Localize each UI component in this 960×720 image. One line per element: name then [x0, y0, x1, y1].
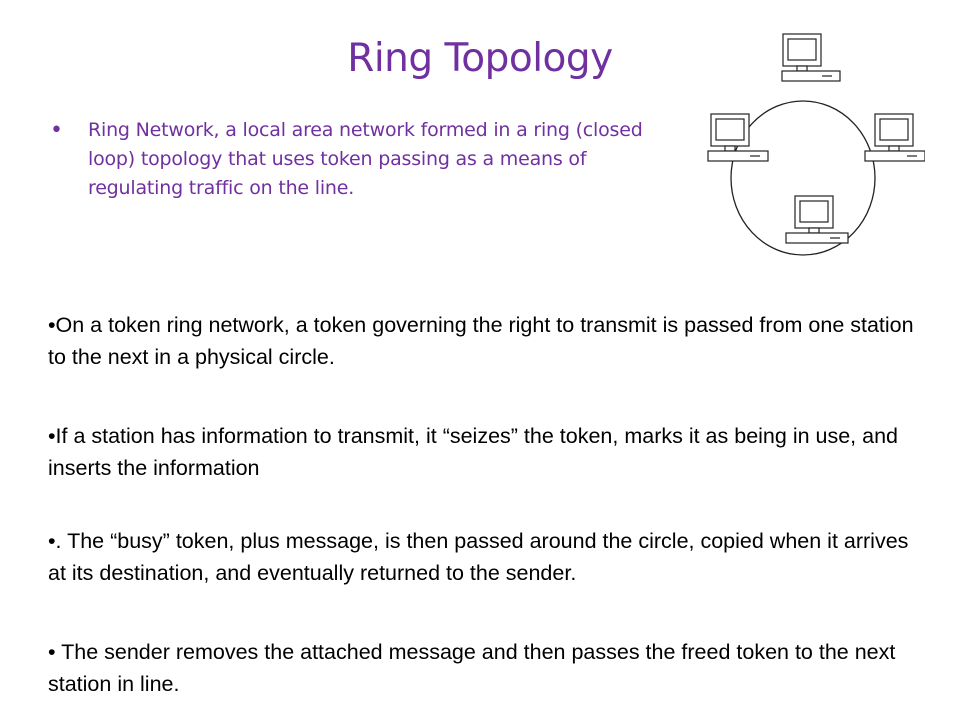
paragraph-busy-token: •. The “busy” token, plus message, is th… [48, 529, 909, 585]
intro-bullet: • Ring Network, a local area network for… [50, 116, 650, 203]
left-station-computer-icon [707, 113, 769, 162]
intro-bullet-text: Ring Network, a local area network forme… [88, 119, 643, 199]
paragraph-token-passing: •On a token ring network, a token govern… [48, 313, 914, 369]
right-station-computer-icon [864, 113, 925, 162]
bottom-station-computer-icon [785, 195, 849, 244]
top-station-computer-icon [781, 33, 841, 82]
paragraph-free-token: • The sender removes the attached messag… [48, 640, 896, 696]
ring-cable [730, 100, 876, 256]
ring-topology-diagram [707, 33, 925, 256]
bullet-dot: • [50, 118, 63, 143]
slide-title: Ring Topology [347, 36, 613, 81]
paragraph-seize-token: •If a station has information to transmi… [48, 424, 899, 480]
